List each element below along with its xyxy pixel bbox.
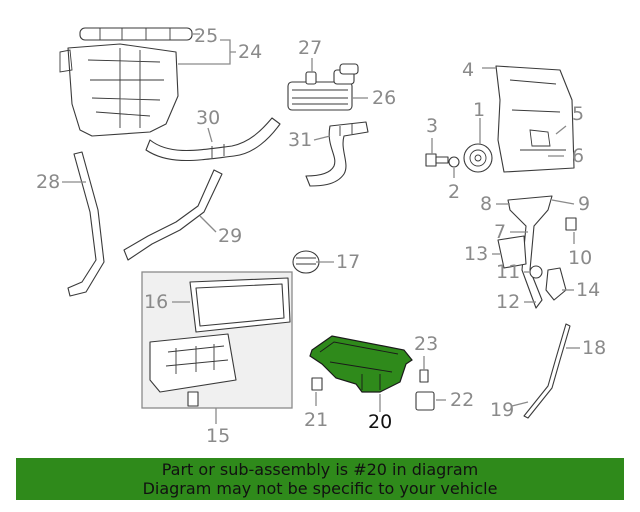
info-banner: Part or sub-assembly is #20 in diagram D… bbox=[16, 458, 624, 500]
callout-10: 10 bbox=[568, 247, 592, 269]
callout-15: 15 bbox=[206, 425, 230, 447]
part-22-oil-filter[interactable] bbox=[415, 391, 435, 411]
part-7-timing-chain[interactable] bbox=[507, 195, 553, 309]
part-17-filler-cap[interactable] bbox=[292, 250, 320, 274]
callout-25: 25 bbox=[194, 25, 218, 47]
callout-4: 4 bbox=[462, 59, 474, 81]
callout-31: 31 bbox=[288, 129, 312, 151]
part-10-tensioner[interactable] bbox=[565, 217, 577, 231]
part-28-tube[interactable] bbox=[67, 151, 105, 297]
callout-20: 20 bbox=[368, 411, 392, 433]
part-13-guide[interactable] bbox=[497, 235, 527, 269]
callout-21: 21 bbox=[304, 409, 328, 431]
part-1-pulley[interactable] bbox=[463, 143, 493, 173]
callout-26: 26 bbox=[372, 87, 396, 109]
callout-9: 9 bbox=[578, 193, 590, 215]
part-31-hose[interactable] bbox=[305, 121, 369, 187]
callout-12: 12 bbox=[496, 291, 520, 313]
callout-23: 23 bbox=[414, 333, 438, 355]
part-15-kit-box[interactable] bbox=[141, 271, 293, 409]
part-24-intake-manifold[interactable] bbox=[59, 43, 179, 137]
callout-3: 3 bbox=[426, 115, 438, 137]
part-11-sprocket[interactable] bbox=[529, 265, 543, 279]
callout-labels: 1 2 3 4 5 6 7 8 9 10 11 12 13 14 15 16 1… bbox=[36, 25, 606, 447]
callout-8: 8 bbox=[480, 193, 492, 215]
part-16-gasket[interactable] bbox=[189, 277, 291, 333]
banner-line-1: Part or sub-assembly is #20 in diagram bbox=[161, 460, 479, 479]
callout-24: 24 bbox=[238, 41, 262, 63]
callout-2: 2 bbox=[448, 181, 460, 203]
callout-19: 19 bbox=[490, 399, 514, 421]
callout-13: 13 bbox=[464, 243, 488, 265]
callout-1: 1 bbox=[473, 99, 485, 121]
leader-lines bbox=[62, 33, 580, 424]
part-2-washer[interactable] bbox=[448, 156, 460, 168]
callout-16: 16 bbox=[144, 291, 168, 313]
part-20-oil-pan[interactable] bbox=[309, 335, 413, 393]
part-4-timing-cover[interactable] bbox=[495, 65, 575, 173]
part-15-valve-cover[interactable] bbox=[149, 333, 237, 393]
callout-14: 14 bbox=[576, 279, 600, 301]
part-26-oil-cooler[interactable] bbox=[287, 63, 359, 111]
callout-28: 28 bbox=[36, 171, 60, 193]
part-30-hose[interactable] bbox=[145, 117, 281, 162]
banner-line-2: Diagram may not be specific to your vehi… bbox=[142, 479, 498, 498]
callout-22: 22 bbox=[450, 389, 474, 411]
part-27-fitting[interactable] bbox=[305, 71, 317, 85]
callout-17: 17 bbox=[336, 251, 360, 273]
part-29-tube[interactable] bbox=[123, 169, 223, 261]
part-23-adapter[interactable] bbox=[419, 369, 429, 383]
callout-5: 5 bbox=[572, 103, 584, 125]
part-3-bolt[interactable] bbox=[425, 153, 449, 167]
callout-29: 29 bbox=[218, 225, 242, 247]
callout-18: 18 bbox=[582, 337, 606, 359]
callout-27: 27 bbox=[298, 37, 322, 59]
part-21-drain-plug[interactable] bbox=[311, 377, 323, 391]
callout-6: 6 bbox=[572, 145, 584, 167]
part-25-gasket[interactable] bbox=[79, 27, 193, 41]
part-15-pcv[interactable] bbox=[187, 391, 199, 407]
callout-7: 7 bbox=[494, 221, 506, 243]
part-14-guide[interactable] bbox=[545, 267, 567, 301]
callout-11: 11 bbox=[496, 261, 520, 283]
part-18-dipstick[interactable] bbox=[523, 323, 571, 419]
callout-30: 30 bbox=[196, 107, 220, 129]
